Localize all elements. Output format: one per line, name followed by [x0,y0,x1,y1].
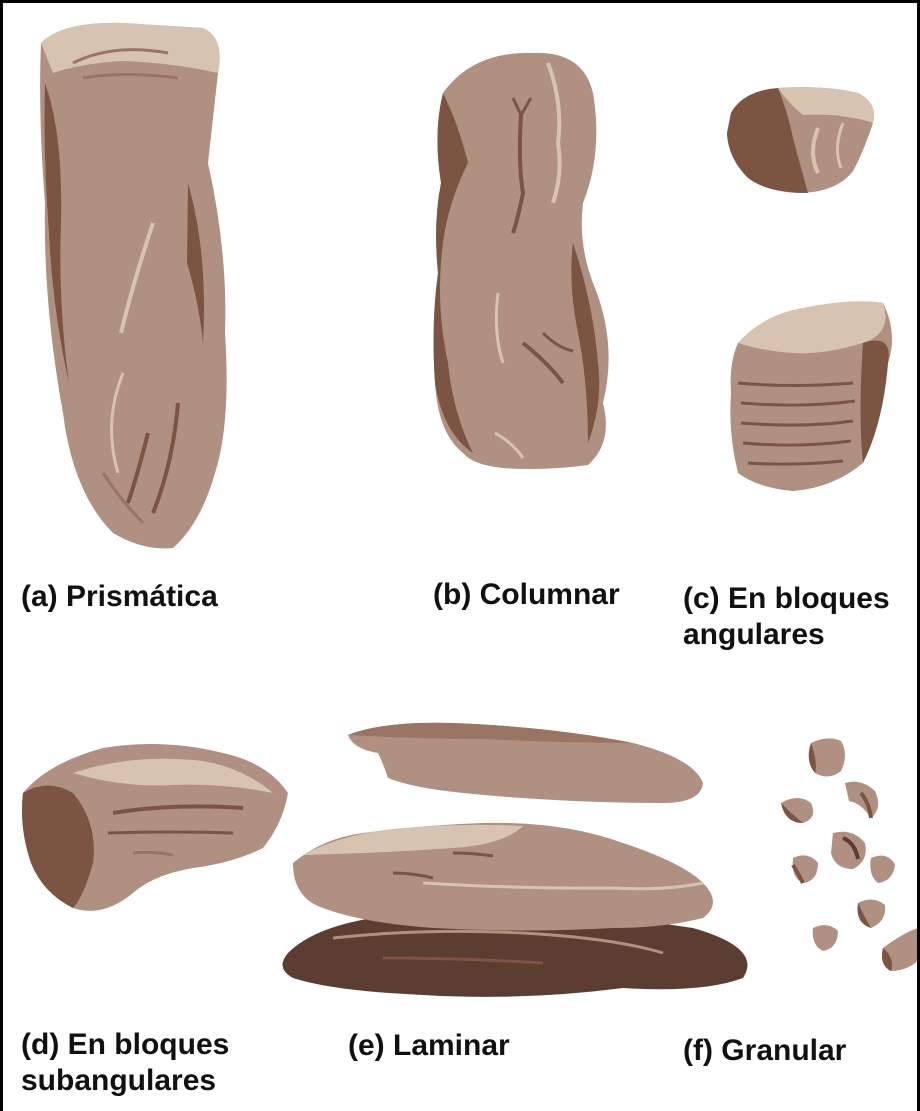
prismatic-structure-illustration [40,23,227,549]
subangular-blocky-structure-illustration [22,744,288,911]
label-prismatica: (a) Prismática [21,579,218,615]
label-laminar: (e) Laminar [348,1028,510,1064]
label-bloques-angulares-line2: angulares [683,617,890,653]
label-columnar-text: (b) Columnar [433,578,620,611]
angular-blocky-structure-illustration [727,87,892,491]
soil-structure-illustrations [3,3,920,1111]
label-prismatica-text: (a) Prismática [21,580,218,613]
label-granular: (f) Granular [683,1033,846,1069]
label-columnar: (b) Columnar [433,577,620,613]
laminar-structure-illustration [283,723,748,997]
columnar-structure-illustration [434,53,609,469]
label-bloques-subangulares: (d) En bloques subangulares [21,1027,229,1099]
label-bloques-angulares-line1: (c) En bloques [683,581,890,617]
label-laminar-text: (e) Laminar [348,1029,510,1062]
label-bloques-subangulares-line1: (d) En bloques [21,1027,229,1063]
granular-structure-illustration [781,738,920,971]
label-bloques-subangulares-line2: subangulares [21,1063,229,1099]
label-granular-text: (f) Granular [683,1034,846,1067]
label-bloques-angulares: (c) En bloques angulares [683,581,890,653]
